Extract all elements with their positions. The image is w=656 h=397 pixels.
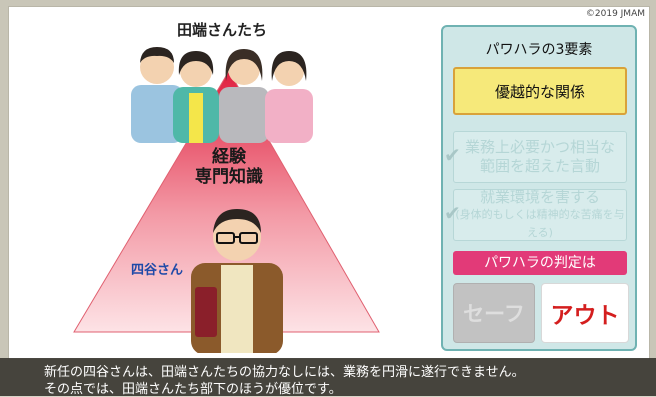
requirement-3-line-1: 就業環境を害する [479,188,600,206]
coworkers-illustration [131,47,313,143]
subtitle-bar: 新任の四谷さんは、田端さんたちの協力なしには、業務を円滑に遂行できません。 その… [0,358,656,397]
subtitle-line-2: その点では、田端さんたち部下のほうが優位です。 [44,382,342,397]
requirement-2-line-1: 業務上必要かつ相当な [464,138,615,156]
judgement-banner: パワハラの判定は [453,251,627,275]
skill-line-2: 専門知識 [195,167,263,187]
requirement-2-line-2: 範囲を超えた言動 [479,157,600,175]
yotsuya-illustration [191,209,283,353]
copyright-text: ©2019 JMAM [585,9,645,19]
requirement-superior-relationship: 優越的な関係 [453,67,627,115]
checkmark-icon: ✔ [444,143,461,167]
experience-knowledge-label: 経験 専門知識 [189,147,269,187]
skill-line-1: 経験 [212,147,246,167]
power-harassment-panel: パワハラの3要素 優越的な関係 ✔ 業務上必要かつ相当な 範囲を超えた言動 ✔ … [441,25,637,351]
requirement-beyond-necessary-scope: ✔ 業務上必要かつ相当な 範囲を超えた言動 [444,131,627,183]
slide-stage: ©2019 JMAM 田端さんたち [8,6,650,360]
out-button[interactable]: アウト [541,283,629,343]
panel-title: パワハラの3要素 [485,42,593,58]
safe-button[interactable]: セーフ [453,283,535,343]
requirement-1-label: 優越的な関係 [494,82,585,101]
requirement-3-line-2: (身体的もしくは精神的な苦痛を与える) [455,208,625,239]
subtitle-line-1: 新任の四谷さんは、田端さんたちの協力なしには、業務を円滑に遂行できません。 [44,365,525,380]
group-title: 田端さんたち [177,21,268,39]
requirement-harms-work-environment: ✔ 就業環境を害する (身体的もしくは精神的な苦痛を与える) [444,188,627,241]
checkmark-icon: ✔ [444,201,461,225]
yotsuya-label: 四谷さん [131,263,184,278]
